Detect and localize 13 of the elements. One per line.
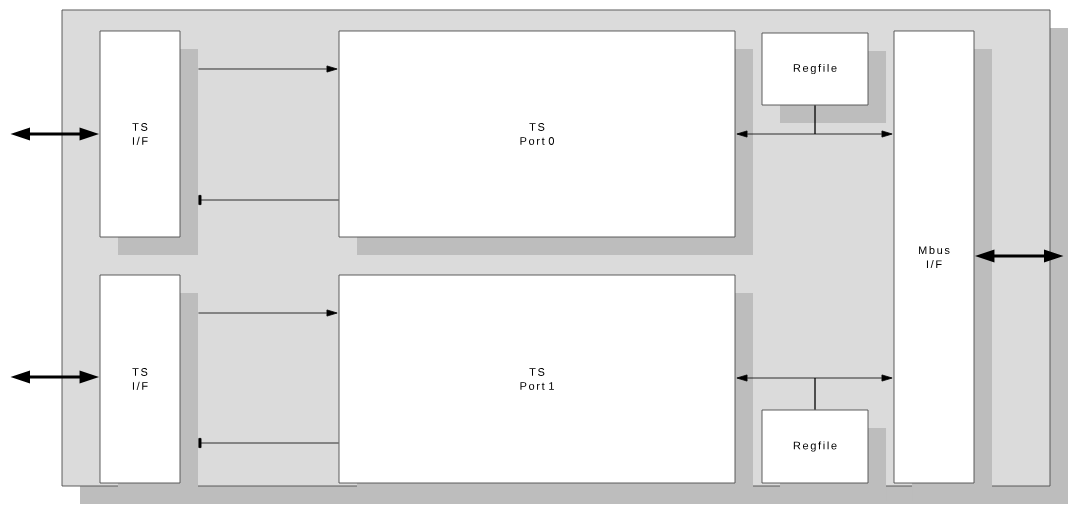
arrow (814, 374, 893, 410)
block-box: Regfile (761, 32, 886, 123)
arrow (198, 309, 338, 317)
arrow (198, 438, 339, 448)
arrow (198, 65, 338, 73)
block-box: TS I/F (99, 30, 198, 255)
arrow (814, 105, 893, 138)
block-box: TS I/F (99, 274, 198, 501)
block-box: Mbus I/F (893, 30, 992, 501)
block-box: TS Port 1 (338, 274, 753, 501)
block-box: TS Port 0 (338, 30, 753, 255)
block-box: Regfile (761, 409, 886, 501)
arrow (198, 195, 339, 205)
